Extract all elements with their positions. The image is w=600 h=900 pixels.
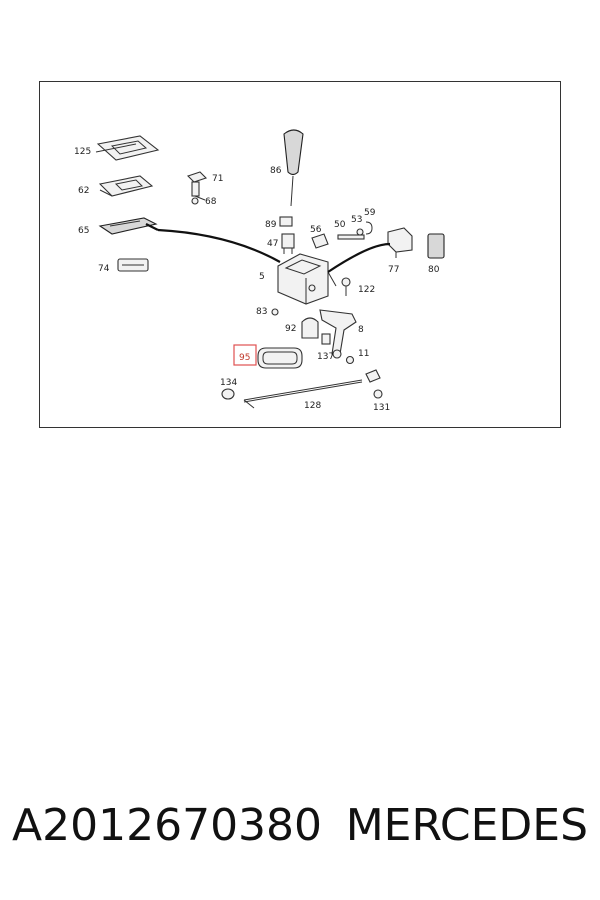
callout-53: 53 (351, 215, 362, 225)
callout-56: 56 (310, 225, 322, 235)
part-137-spring (321, 333, 331, 345)
callout-50: 50 (334, 220, 346, 230)
callout-47: 47 (267, 239, 278, 249)
callout-62: 62 (78, 186, 89, 196)
part-80-block (427, 233, 445, 259)
callout-95-highlight (233, 344, 257, 366)
part-74-pad (117, 258, 149, 272)
part-128-rod (243, 379, 363, 409)
diagram-drawing: 125 62 65 74 71 68 86 89 47 56 50 53 59 … (74, 129, 445, 413)
part-65-plate (98, 217, 158, 235)
callout-59: 59 (364, 208, 376, 218)
leader-arrow-65 (145, 223, 159, 231)
part-71-68-bracket (186, 171, 208, 205)
callout-11: 11 (358, 349, 369, 359)
callout-95: 95 (239, 353, 250, 363)
part-134-bush (221, 388, 235, 400)
exploded-parts-diagram: 125 62 65 74 71 68 86 89 47 56 50 53 59 … (39, 81, 561, 428)
callout-8: 8 (358, 325, 364, 335)
callout-128: 128 (304, 401, 321, 411)
callout-134: 134 (220, 378, 237, 388)
callout-83: 83 (256, 307, 267, 317)
callout-122: 122 (358, 285, 375, 295)
callout-89: 89 (265, 220, 277, 230)
part-125-bezel (95, 135, 160, 161)
callout-86: 86 (270, 166, 282, 176)
callout-68: 68 (205, 197, 217, 207)
callout-74: 74 (98, 264, 110, 274)
part-131-clip (373, 389, 383, 399)
part-50-pin (337, 234, 365, 240)
part-number: A2012670380 (12, 800, 323, 851)
part-122-bolt (341, 277, 351, 296)
part-77-switch (387, 227, 413, 258)
part-47-holder (281, 233, 295, 254)
callout-5: 5 (259, 272, 265, 282)
callout-80: 80 (428, 265, 440, 275)
callout-125: 125 (74, 147, 91, 157)
part-59-clip (365, 221, 373, 235)
part-56-clip (311, 233, 329, 249)
callout-131: 131 (373, 403, 390, 413)
part-83-clip (271, 308, 279, 316)
callout-92: 92 (285, 324, 296, 334)
callout-137: 137 (317, 352, 334, 362)
leader-line-77 (327, 242, 391, 273)
part-8-lever (319, 309, 357, 359)
part-89-nut (279, 216, 293, 227)
part-95-gasket (257, 347, 303, 369)
part-86-knob (283, 129, 304, 207)
part-5-housing (277, 253, 337, 305)
part-62-trim (98, 175, 154, 197)
manufacturer-name: MERCEDES (345, 800, 588, 851)
part-92-bracket (301, 317, 319, 339)
part-11-nut (345, 355, 355, 365)
leader-line-65 (157, 228, 281, 263)
callout-77: 77 (388, 265, 399, 275)
callout-65: 65 (78, 226, 89, 236)
caption-bar: A2012670380 MERCEDES (0, 800, 600, 870)
part-53-washer (356, 228, 364, 236)
callout-71: 71 (212, 174, 223, 184)
